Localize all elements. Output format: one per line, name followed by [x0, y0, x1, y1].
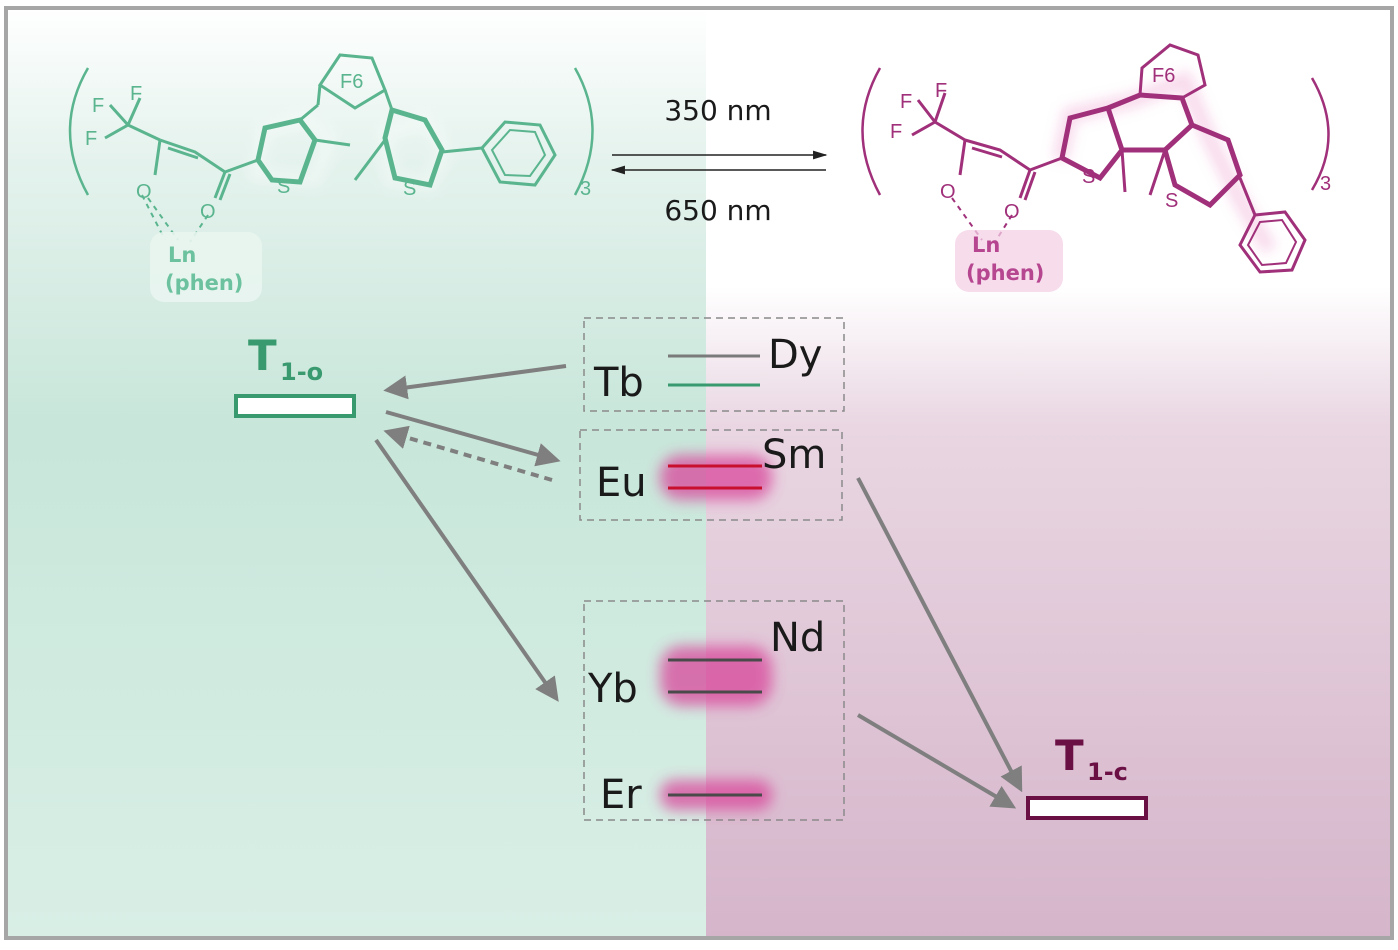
oxygen-label: O: [136, 181, 152, 203]
eu-sm-emission-glow: [660, 455, 772, 500]
sm-label: Sm: [762, 432, 826, 478]
triplet-open-symbol: T: [248, 331, 277, 380]
tb-dy-box: Tb Dy: [583, 317, 845, 412]
energy-transfer-arrows: [374, 364, 1023, 809]
fluorine-label: F: [85, 128, 97, 150]
photoswitch-arrows: 350 nm 650 nm: [610, 94, 828, 227]
closed-form-ln-halo: [955, 230, 1063, 292]
t1o-to-yb-arrow: [374, 438, 559, 702]
stoichiometry-subscript: 3: [1320, 173, 1331, 195]
open-form-atom-labels: F F F O O S S F6 3: [85, 71, 591, 223]
fluorine-label: F: [130, 83, 142, 105]
fluorine-label: F: [890, 121, 902, 143]
nd-label: Nd: [770, 615, 825, 661]
reverse-wavelength-label: 650 nm: [664, 194, 771, 227]
tb-to-t1o-arrow: [383, 364, 567, 400]
yb-to-t1c-arrow: [856, 713, 1017, 809]
fluorine-label: F: [900, 91, 912, 113]
stoichiometry-subscript: 3: [580, 178, 591, 200]
yb-label: Yb: [587, 666, 638, 712]
closed-form-atom-labels: F F F O O S S F6 3: [890, 65, 1331, 223]
fluorine-label: F: [935, 80, 947, 102]
outer-frame: [4, 6, 1394, 940]
er-label: Er: [600, 772, 642, 818]
perfluorocyclopentene-label: F6: [1152, 65, 1175, 87]
lanthanide-label: Ln: [972, 233, 1000, 257]
eu-back-transfer-arrow: [383, 425, 553, 482]
dy-label: Dy: [768, 332, 822, 378]
open-form-molecule: [68, 53, 594, 243]
yb-nd-emission-glow: [660, 646, 772, 706]
open-form-ln-halo: [150, 232, 262, 302]
oxygen-label: O: [200, 201, 216, 223]
fluorine-label: F: [92, 95, 104, 117]
tb-label: Tb: [593, 360, 644, 406]
triplet-open-bar: [234, 394, 356, 418]
triplet-closed-level: T 1-c: [1026, 731, 1148, 820]
sulfur-label: S: [277, 176, 290, 198]
triplet-open-subscript: 1-o: [280, 358, 323, 386]
phenanthroline-label: (phen): [165, 271, 243, 295]
triplet-closed-bar: [1026, 796, 1148, 820]
eu-sm-dashed-box: [579, 429, 843, 521]
forward-wavelength-label: 350 nm: [664, 94, 771, 127]
t1o-to-eu-arrow: [385, 410, 561, 467]
perfluorocyclopentene-label: F6: [340, 71, 363, 93]
sulfur-label: S: [403, 178, 416, 200]
triplet-closed-symbol: T: [1055, 731, 1084, 780]
eu-sm-box: Eu Sm: [579, 429, 843, 521]
sulfur-label: S: [1165, 190, 1178, 212]
yb-nd-er-box: Yb Nd Er: [583, 600, 845, 821]
tb-dy-dashed-box: [583, 317, 845, 412]
sulfur-label: S: [1082, 166, 1095, 188]
oxygen-label: O: [940, 181, 956, 203]
lanthanide-label: Ln: [168, 243, 196, 267]
closed-form-molecule: [861, 43, 1330, 274]
triplet-open-level: T 1-o: [234, 331, 356, 418]
oxygen-label: O: [1004, 201, 1020, 223]
eu-to-t1c-arrow: [856, 477, 1023, 793]
phenanthroline-label: (phen): [966, 261, 1044, 285]
triplet-closed-subscript: 1-c: [1087, 758, 1128, 786]
eu-label: Eu: [596, 460, 647, 506]
